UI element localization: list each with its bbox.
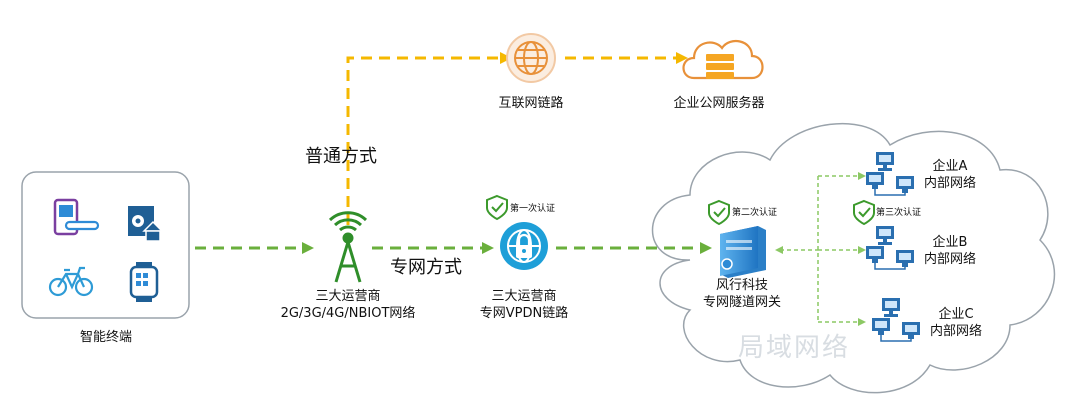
normal-mode-label: 普通方式 <box>305 146 377 167</box>
private-path-arrow-1 <box>302 242 314 254</box>
private-mode-label: 专网方式 <box>390 257 462 278</box>
gateway-server-icon <box>720 226 766 278</box>
vpn-globe-icon <box>500 222 548 270</box>
antenna-tower-icon <box>328 211 368 283</box>
auth1-label: 第一次认证 <box>510 204 556 214</box>
enterprise-a-arrow <box>858 172 866 180</box>
gateway-label-line1: 风行科技 <box>715 278 768 293</box>
lan-watermark-label: 局域网络 <box>738 333 851 363</box>
operator-label-line2: 2G/3G/4G/NBIOT网络 <box>280 306 416 321</box>
shield-check-icon <box>853 199 875 226</box>
shield-check-icon <box>486 194 508 221</box>
enterprise-b-label-line1: 企业B <box>932 235 968 250</box>
vpdn-label-line1: 三大运营商 <box>491 289 557 304</box>
computer-network-icon <box>866 226 914 270</box>
auth2-label: 第二次认证 <box>732 208 778 218</box>
smart-lock-icon <box>53 198 100 236</box>
lan-cloud <box>651 122 1056 394</box>
enterprise-a-label-line2: 内部网络 <box>923 176 976 191</box>
smart-terminal-box <box>21 171 190 319</box>
gateway-label-line2: 专网隧道网关 <box>702 295 781 310</box>
private-path-arrow-2 <box>482 242 494 254</box>
smartwatch-icon <box>129 262 159 302</box>
enterprise-a-label-line1: 企业A <box>932 159 968 174</box>
globe-icon <box>506 33 556 83</box>
bicycle-icon <box>48 266 94 297</box>
shield-check-icon <box>708 199 730 226</box>
enterprise-b-arrow <box>858 246 866 254</box>
smart-home-icon <box>128 206 164 242</box>
vpdn-label-line2: 专网VPDN链路 <box>479 306 569 321</box>
internet-path-arrow-2 <box>676 52 688 64</box>
gateway-link-arrow <box>775 246 783 254</box>
operator-label-line1: 三大运营商 <box>315 289 381 304</box>
computer-network-icon <box>872 298 920 342</box>
enterprise-c-label-line2: 内部网络 <box>929 324 982 339</box>
auth3-label: 第三次认证 <box>876 208 922 218</box>
enterprise-c-label-line1: 企业C <box>938 307 974 322</box>
cloud-server-icon <box>682 39 764 80</box>
enterprise-b-label-line2: 内部网络 <box>923 252 976 267</box>
enterprise-c-arrow <box>858 318 866 326</box>
private-path-arrow-3 <box>700 242 712 254</box>
computer-network-icon <box>866 152 914 196</box>
internet-link-label: 互联网链路 <box>498 96 564 111</box>
smart-terminal-label: 智能终端 <box>79 330 132 345</box>
enterprise-server-label: 企业公网服务器 <box>673 96 765 111</box>
internet-path <box>346 56 500 225</box>
